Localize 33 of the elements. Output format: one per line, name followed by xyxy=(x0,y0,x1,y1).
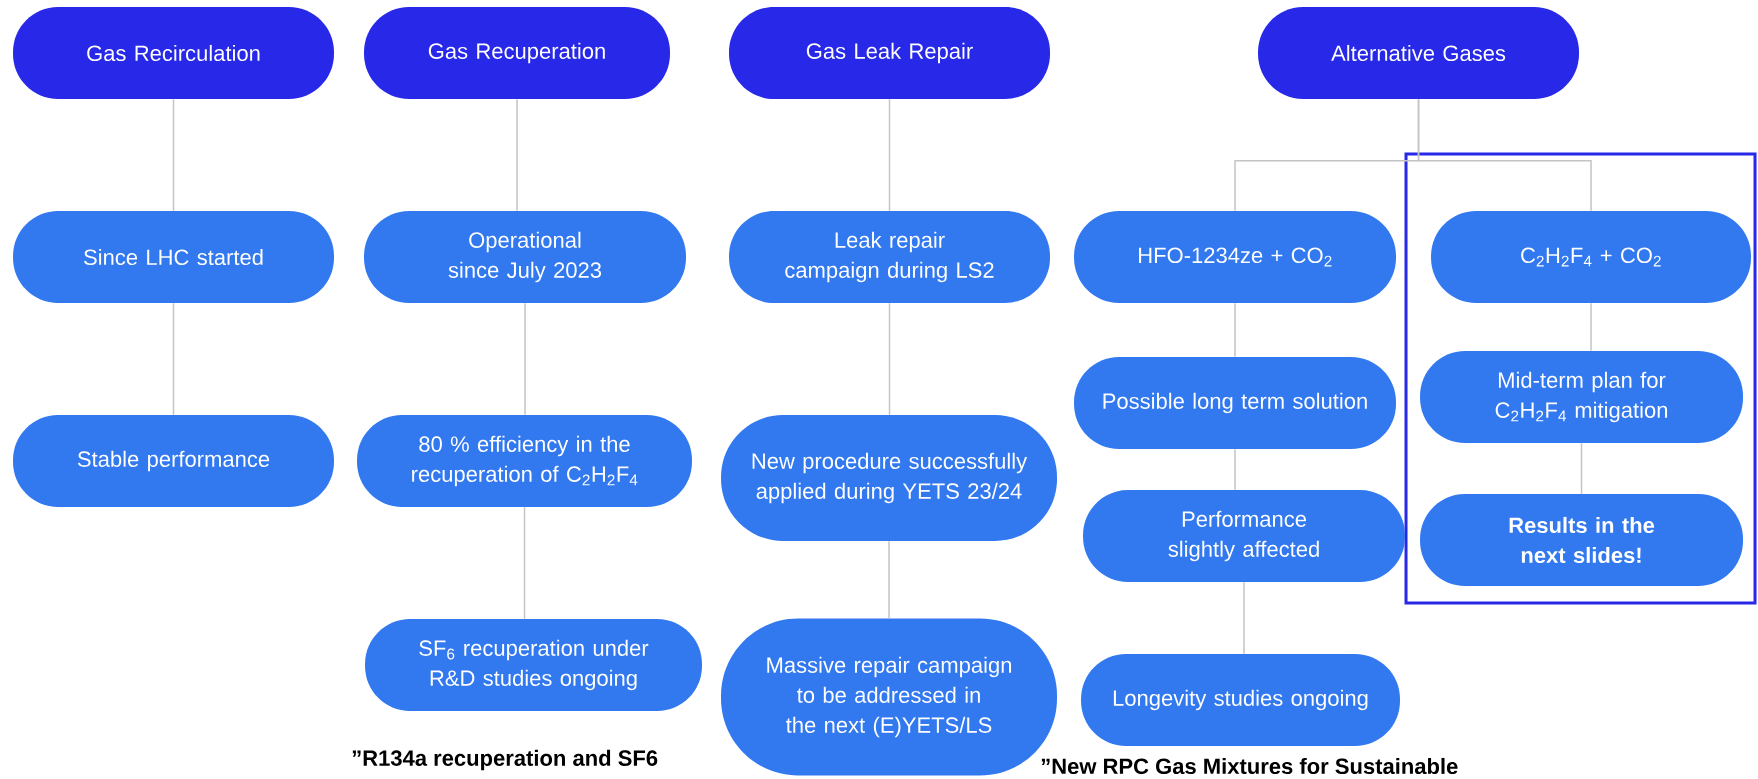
info-pill: Performance slightly affected xyxy=(1083,490,1405,582)
connector-line xyxy=(516,98,518,212)
info-pill: Longevity studies ongoing xyxy=(1081,654,1400,746)
info-pill: New procedure successfully applied during YETS 23/24 xyxy=(721,415,1057,541)
info-pill: Since LHC started xyxy=(13,211,334,303)
connector-line xyxy=(172,98,175,212)
connector-line xyxy=(1243,581,1245,655)
info-pill: SF$_{6}$ recuperation under R&D studies ongoing xyxy=(365,619,702,711)
connector-line xyxy=(888,540,890,620)
connector-line xyxy=(1590,302,1592,352)
info-pill: Stable performance xyxy=(13,415,334,507)
category-pill: Gas Leak Repair xyxy=(729,7,1050,99)
connector-line xyxy=(172,302,175,416)
connector-line xyxy=(888,98,891,212)
info-pill: Mid-term plan for C$_{2}$H$_{2}$F$_{4}$ mitigation xyxy=(1420,351,1743,443)
category-pill: Alternative Gases xyxy=(1258,7,1579,99)
info-pill: HFO-1234ze + CO$_{2}$ xyxy=(1074,211,1396,303)
category-pill: Gas Recuperation xyxy=(364,7,670,99)
info-pill: Possible long term solution xyxy=(1074,357,1396,449)
connector-line xyxy=(1234,448,1236,491)
info-pill: Leak repair campaign during LS2 xyxy=(729,211,1050,303)
category-pill: Gas Recirculation xyxy=(13,7,334,99)
connector-line xyxy=(524,302,526,416)
info-pill: 80 % efficiency in the recuperation of C$_{2}$H$_{2}$F$_{4}$ xyxy=(357,415,692,507)
connector-line xyxy=(523,506,526,620)
info-pill: Operational since July 2023 xyxy=(364,211,686,303)
connector-line xyxy=(1234,302,1236,358)
connector-line xyxy=(888,302,891,416)
info-pill: C$_{2}$H$_{2}$F$_{4}$ + CO$_{2}$ xyxy=(1431,211,1751,303)
connector-line xyxy=(1580,442,1583,495)
footnote-text: ”R134a recuperation and SF6 xyxy=(352,749,658,771)
info-pill: Results in the next slides! xyxy=(1420,494,1743,586)
connector-line xyxy=(1417,98,1592,212)
